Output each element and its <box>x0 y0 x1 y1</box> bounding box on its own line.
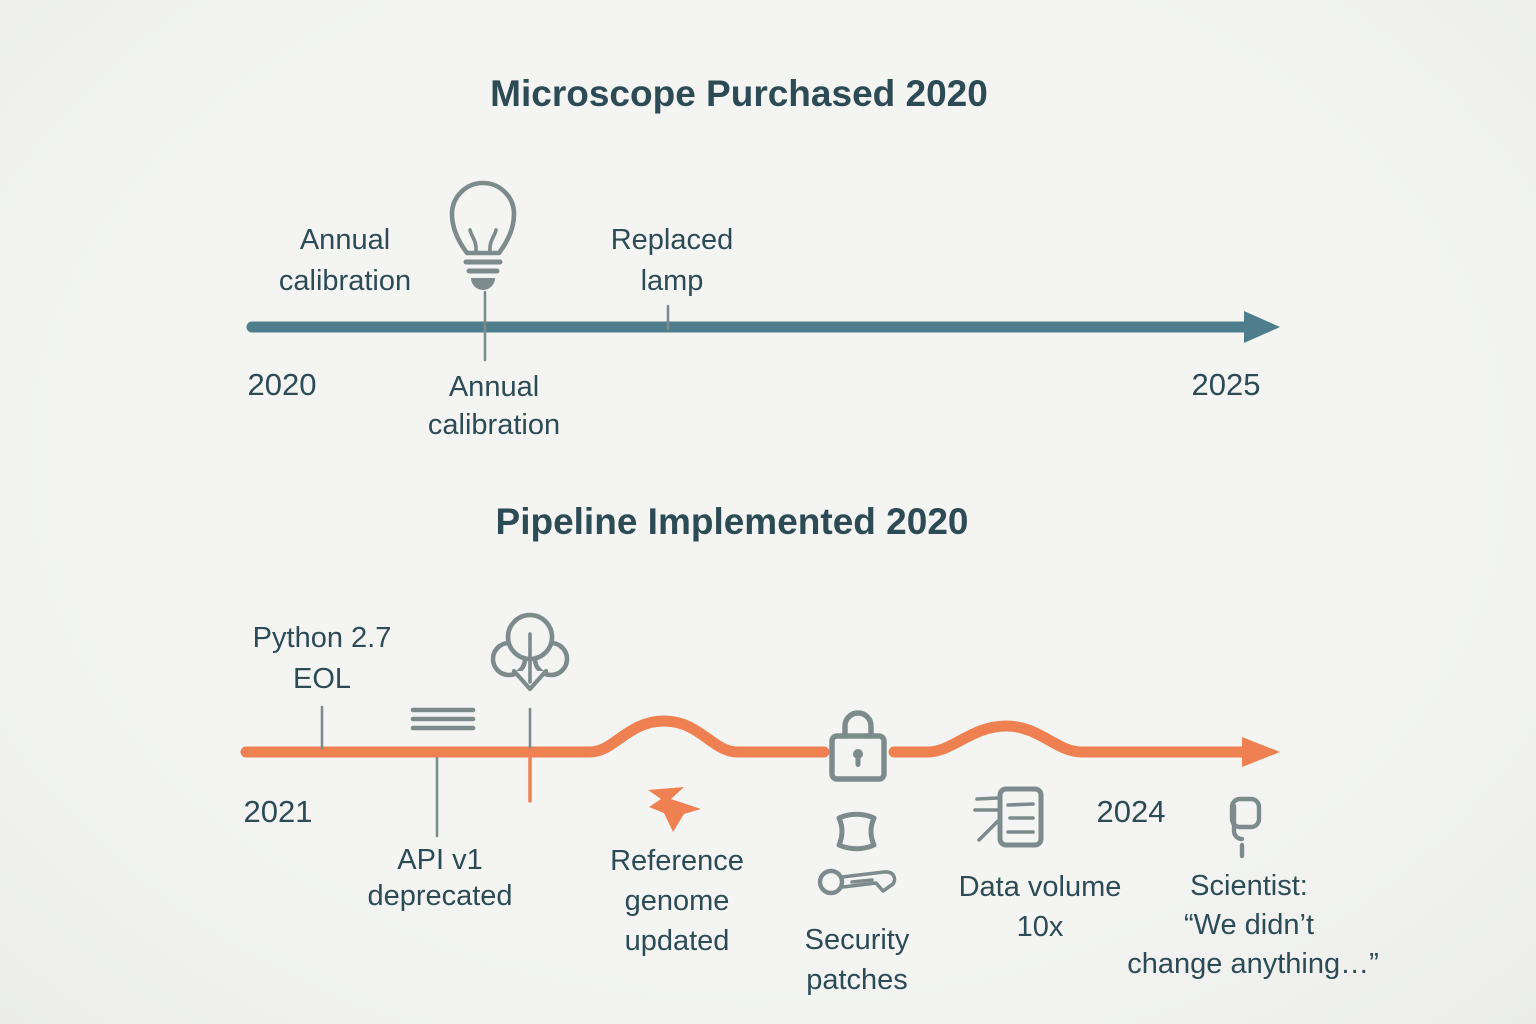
event-label-line: lamp <box>641 265 704 297</box>
event-label-line: 10x <box>1017 911 1064 943</box>
event-label-line: deprecated <box>367 880 512 912</box>
event-label-line: Replaced <box>611 224 734 256</box>
event-label-line: updated <box>625 925 730 957</box>
data-document-icon <box>973 786 1044 848</box>
microscope-axis-start-label: 2020 <box>248 367 317 402</box>
event-label-line: patches <box>806 964 908 996</box>
pipeline-axis-mid-label: 2024 <box>1097 794 1166 829</box>
event-label-line: Annual <box>449 371 539 403</box>
microscope-timeline-axis <box>246 311 1280 343</box>
event-label-line: calibration <box>279 265 411 297</box>
pipeline-timeline-axis <box>240 715 1280 767</box>
flag-marker-icon <box>1229 796 1262 859</box>
event-replaced-lamp: Replaced lamp <box>611 224 734 297</box>
event-annual-calibration-above: Annual calibration <box>279 224 411 297</box>
event-label-line: Security <box>805 924 910 956</box>
event-label-line: genome <box>625 885 730 917</box>
patch-icon <box>836 811 877 852</box>
event-label-line: EOL <box>293 663 351 695</box>
cloud-download-icon <box>490 612 570 692</box>
event-label-line: calibration <box>428 409 560 441</box>
event-label-line: change anything…” <box>1127 948 1379 980</box>
event-label-line: Python 2.7 <box>253 622 392 654</box>
event-label-line: “We didn’t <box>1184 909 1314 941</box>
microscope-title: Microscope Purchased 2020 <box>490 73 988 114</box>
event-api-v1-deprecated: API v1 deprecated <box>367 844 512 912</box>
event-data-volume: Data volume 10x <box>959 871 1122 943</box>
key-icon <box>817 868 897 896</box>
event-annual-calibration-below: Annual calibration <box>428 371 560 441</box>
microscope-axis-end-label: 2025 <box>1192 367 1261 402</box>
event-label-line: Reference <box>610 845 744 877</box>
event-reference-genome: Reference genome updated <box>610 845 744 957</box>
curved-down-arrow-icon <box>648 787 701 832</box>
pipeline-axis-start-label: 2021 <box>244 794 313 829</box>
event-scientist-quote: Scientist: “We didn’t change anything…” <box>1127 870 1379 980</box>
pipeline-title: Pipeline Implemented 2020 <box>496 501 969 542</box>
event-label-line: Scientist: <box>1190 870 1308 902</box>
event-python-eol: Python 2.7 EOL <box>253 622 392 695</box>
event-label-line: API v1 <box>397 844 482 876</box>
event-security-patches: Security patches <box>805 924 910 996</box>
event-label-line: Data volume <box>959 871 1122 903</box>
menu-lines-icon <box>410 707 476 731</box>
padlock-icon <box>829 710 887 782</box>
event-label-line: Annual <box>300 224 390 256</box>
lightbulb-icon <box>449 180 517 290</box>
